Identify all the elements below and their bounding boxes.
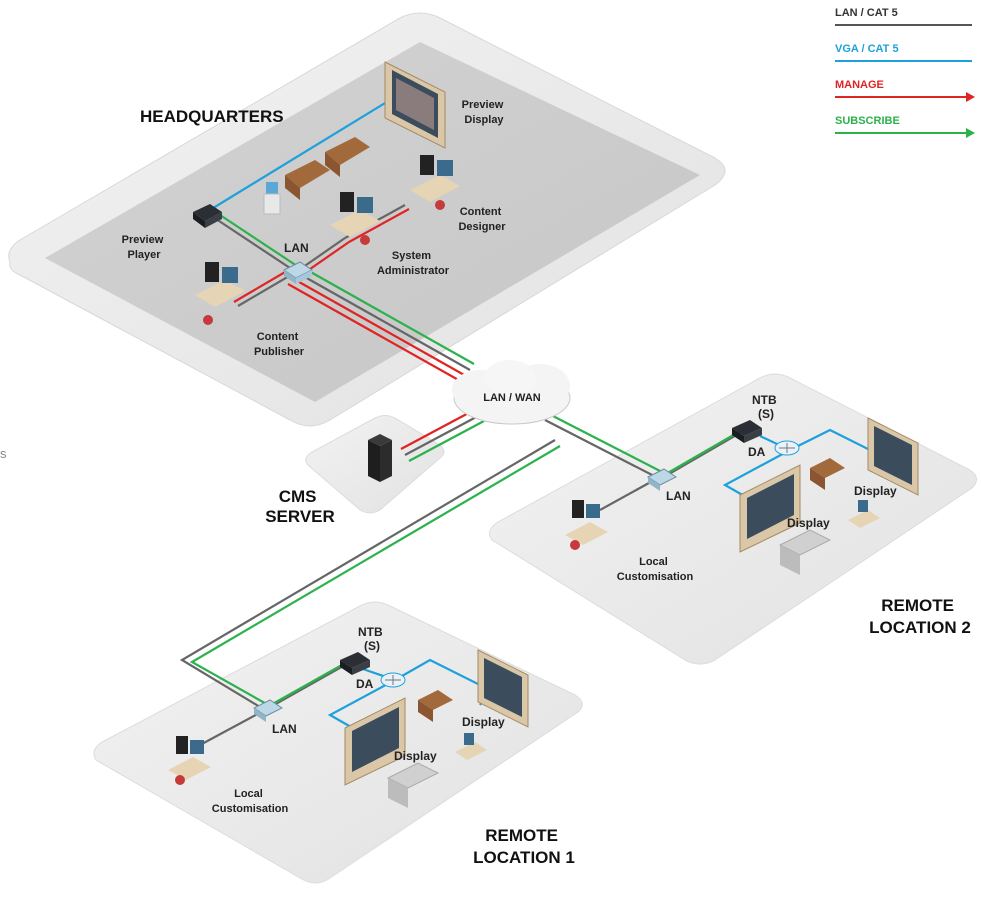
r1-local-workstation [168,736,211,785]
legend-subscribe-arrow [966,128,975,138]
r1-title: REMOTE LOCATION 1 [473,826,575,867]
r1-display-a [477,649,529,728]
cms-server-label: CMS SERVER [265,487,335,526]
lan-r1-local [199,709,266,746]
legend-lan-label: LAN / CAT 5 [835,7,898,19]
lan-wan-cloud [452,360,571,425]
manage-hq-cloud [291,277,467,377]
lan-r1-ntb [264,664,346,711]
r1-local-label: Local Customisation [212,788,289,815]
r1-da-label: DA [356,677,374,691]
r2-title: REMOTE LOCATION 2 [869,596,971,637]
content-designer-label: Content Designer [458,206,506,233]
lan-link-preview-player [209,214,297,273]
r1-ntb-label: NTB (S) [358,625,386,653]
r2-lan-switch [647,468,677,491]
hq-title: HEADQUARTERS [140,107,284,126]
r2-da-icon [774,440,800,456]
workstation-publisher [195,262,245,325]
preview-player-box [193,204,222,228]
lan-cloud-r1 [179,439,556,711]
subscribe-cloud-r1 [189,445,561,707]
lan-r2-ntb [661,429,746,479]
r1-kiosk-desk [455,733,487,760]
r1-lan-label: LAN [272,722,297,736]
r1-display-a-label: Display [462,715,505,729]
workstation-sysadmin [330,192,380,245]
sofa-1 [285,160,330,200]
r2-sofa [810,458,845,490]
manage-hq-cloud-2 [287,283,463,383]
water-cooler [263,182,281,215]
r1-sofa [418,690,453,722]
legend-subscribe-label: SUBSCRIBE [835,115,900,127]
r2-lan-label: LAN [666,489,691,503]
lan-switch-hq [283,261,313,284]
r2-display-b [739,464,801,553]
hq-lan-label: LAN [284,241,309,255]
sofa-2 [325,137,370,177]
lan-cloud-r2 [544,419,659,479]
vga-link-hq [204,99,391,214]
r2-display-a-label: Display [854,484,897,498]
r2-local-workstation [565,500,608,550]
r1-display-b-label: Display [394,749,437,763]
preview-player-label: Preview Player [122,234,167,261]
r1-lan-switch [253,699,283,722]
subscribe-hq-cloud [299,265,475,365]
content-publisher-label: Content Publisher [254,331,305,358]
legend: LAN / CAT 5 VGA / CAT 5 MANAGE SUBSCRIBE [835,7,975,138]
r2-display-b-label: Display [787,516,830,530]
cloud-label: LAN / WAN [483,392,540,404]
r1-ntb-box [340,652,370,675]
subscribe-cloud-r2 [548,413,663,473]
r2-shelf [778,529,832,575]
r2-ntb-box [732,420,762,443]
lan-hq-cloud [295,271,471,371]
lan-cloud-cms [404,414,481,456]
lan-r2-local [599,477,659,511]
r2-ntb-label: NTB (S) [752,393,780,421]
r1-display-b [344,697,406,786]
r2-display-a [867,417,919,496]
lan-link-publisher [237,271,297,307]
r2-kiosk-desk [848,500,880,528]
subscribe-cloud-cms [408,420,485,462]
subscribe-link-preview-player [213,210,301,269]
legend-manage-arrow [966,92,975,102]
system-administrator-label: System Administrator [377,250,450,277]
workstation-designer [410,155,460,210]
r2-da-label: DA [748,445,766,459]
manage-link-publisher [233,267,293,303]
remote2-platform [489,373,977,665]
r1-shelf [386,762,440,808]
cms-server-rack [368,434,392,482]
legend-manage-label: MANAGE [835,79,884,91]
manage-cloud-cms [400,408,477,450]
preview-display [384,61,446,149]
legend-vga-label: VGA / CAT 5 [835,43,899,55]
manage-link-designer [348,208,410,243]
stray-text: s [0,446,7,461]
preview-display-label: Preview Display [462,99,507,126]
remote1-platform [93,601,583,884]
subscribe-r1-ntb [268,660,350,707]
r2-local-label: Local Customisation [617,556,694,583]
r1-da-icon [380,672,406,688]
